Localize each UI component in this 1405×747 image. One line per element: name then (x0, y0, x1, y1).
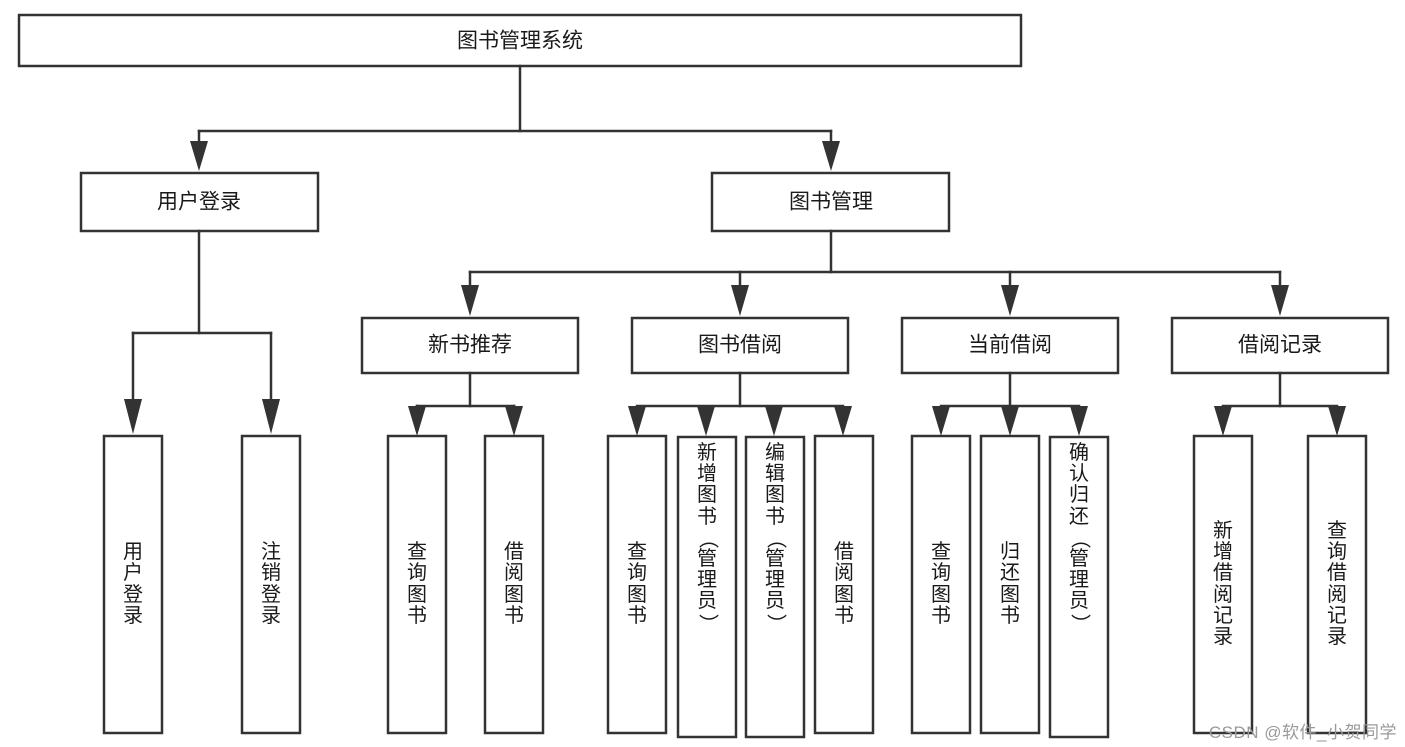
current-borrow-box[interactable] (900, 316, 1120, 375)
arrowhead-cb-leaf1 (932, 406, 950, 436)
book-manage-label: 图书管理 (789, 191, 873, 214)
book-manage-box[interactable] (710, 171, 951, 233)
leaf-box-cb-return-book[interactable] (979, 434, 1041, 735)
arrowhead-bb-leaf4 (834, 406, 852, 436)
node-root[interactable]: 图书管理系统 (17, 13, 1023, 68)
arrowhead-cb-leaf2 (1001, 406, 1019, 436)
arrowhead-cb-leaf3 (1070, 406, 1088, 436)
edges-book-borrow-to-leaves (628, 371, 852, 436)
arrowhead-current-borrow (1001, 285, 1019, 316)
edges-book-manage-to-level3 (461, 229, 1289, 316)
watermark: CSDN @软件_小贺同学 (1208, 723, 1397, 742)
arrowhead-bb-leaf1 (628, 406, 646, 436)
arrowhead-new-book (461, 285, 479, 316)
arrowhead-leaf-logout (262, 399, 280, 434)
new-book-recommend-label: 新书推荐 (428, 334, 512, 357)
node-book-manage[interactable]: 图书管理 (710, 171, 951, 233)
arrowhead-user-login (190, 141, 208, 171)
arrowhead-borrow-record (1271, 285, 1289, 316)
leaf-box-nb-borrow-book[interactable] (483, 434, 545, 735)
root-box[interactable] (17, 13, 1023, 68)
node-new-book-recommend[interactable]: 新书推荐 (360, 316, 580, 375)
current-borrow-label: 当前借阅 (968, 334, 1052, 357)
arrowhead-bb-leaf2 (697, 406, 715, 436)
borrow-record-label: 借阅记录 (1238, 334, 1322, 357)
book-borrow-box[interactable] (630, 316, 850, 375)
leaf-box-bb-query-book[interactable] (606, 434, 668, 735)
arrowhead-book-borrow (731, 285, 749, 316)
leaf-box-br-query-record[interactable] (1306, 434, 1368, 735)
leaf-box-user-login[interactable] (102, 434, 164, 735)
leaf-box-cb-query-book[interactable] (910, 434, 972, 735)
edges-root-to-level2 (190, 64, 840, 171)
arrowhead-br-leaf1 (1214, 406, 1232, 436)
book-borrow-label: 图书借阅 (698, 334, 782, 357)
arrowhead-bb-leaf3 (765, 406, 783, 436)
node-user-login[interactable]: 用户登录 (79, 171, 320, 233)
leaf-box-cb-confirm-return[interactable] (1048, 435, 1110, 739)
edges-new-book-to-leaves (408, 371, 523, 436)
leaf-box-nb-query-book[interactable] (386, 434, 448, 735)
edges-user-login-to-leaves (124, 229, 280, 434)
arrowhead-leaf-user-login (124, 399, 142, 434)
leaf-box-bb-add-book[interactable] (676, 435, 738, 739)
arrowhead-br-leaf2 (1328, 406, 1346, 436)
user-login-label: 用户登录 (157, 191, 241, 214)
node-borrow-record[interactable]: 借阅记录 (1170, 316, 1390, 375)
edges-borrow-record-to-leaves (1214, 371, 1346, 436)
node-book-borrow[interactable]: 图书借阅 (630, 316, 850, 375)
borrow-record-box[interactable] (1170, 316, 1390, 375)
edges-current-borrow-to-leaves (932, 371, 1088, 436)
arrowhead-nb-leaf1 (408, 406, 426, 436)
arrowhead-nb-leaf2 (505, 406, 523, 436)
leaf-box-bb-borrow-book[interactable] (813, 434, 875, 735)
leaf-box-logout[interactable] (240, 434, 302, 735)
node-current-borrow[interactable]: 当前借阅 (900, 316, 1120, 375)
root-label: 图书管理系统 (457, 30, 583, 53)
leaf-box-bb-edit-book[interactable] (744, 435, 806, 739)
leaf-box-br-add-record[interactable] (1192, 434, 1254, 735)
arrowhead-book-manage (822, 141, 840, 171)
new-book-recommend-box[interactable] (360, 316, 580, 375)
